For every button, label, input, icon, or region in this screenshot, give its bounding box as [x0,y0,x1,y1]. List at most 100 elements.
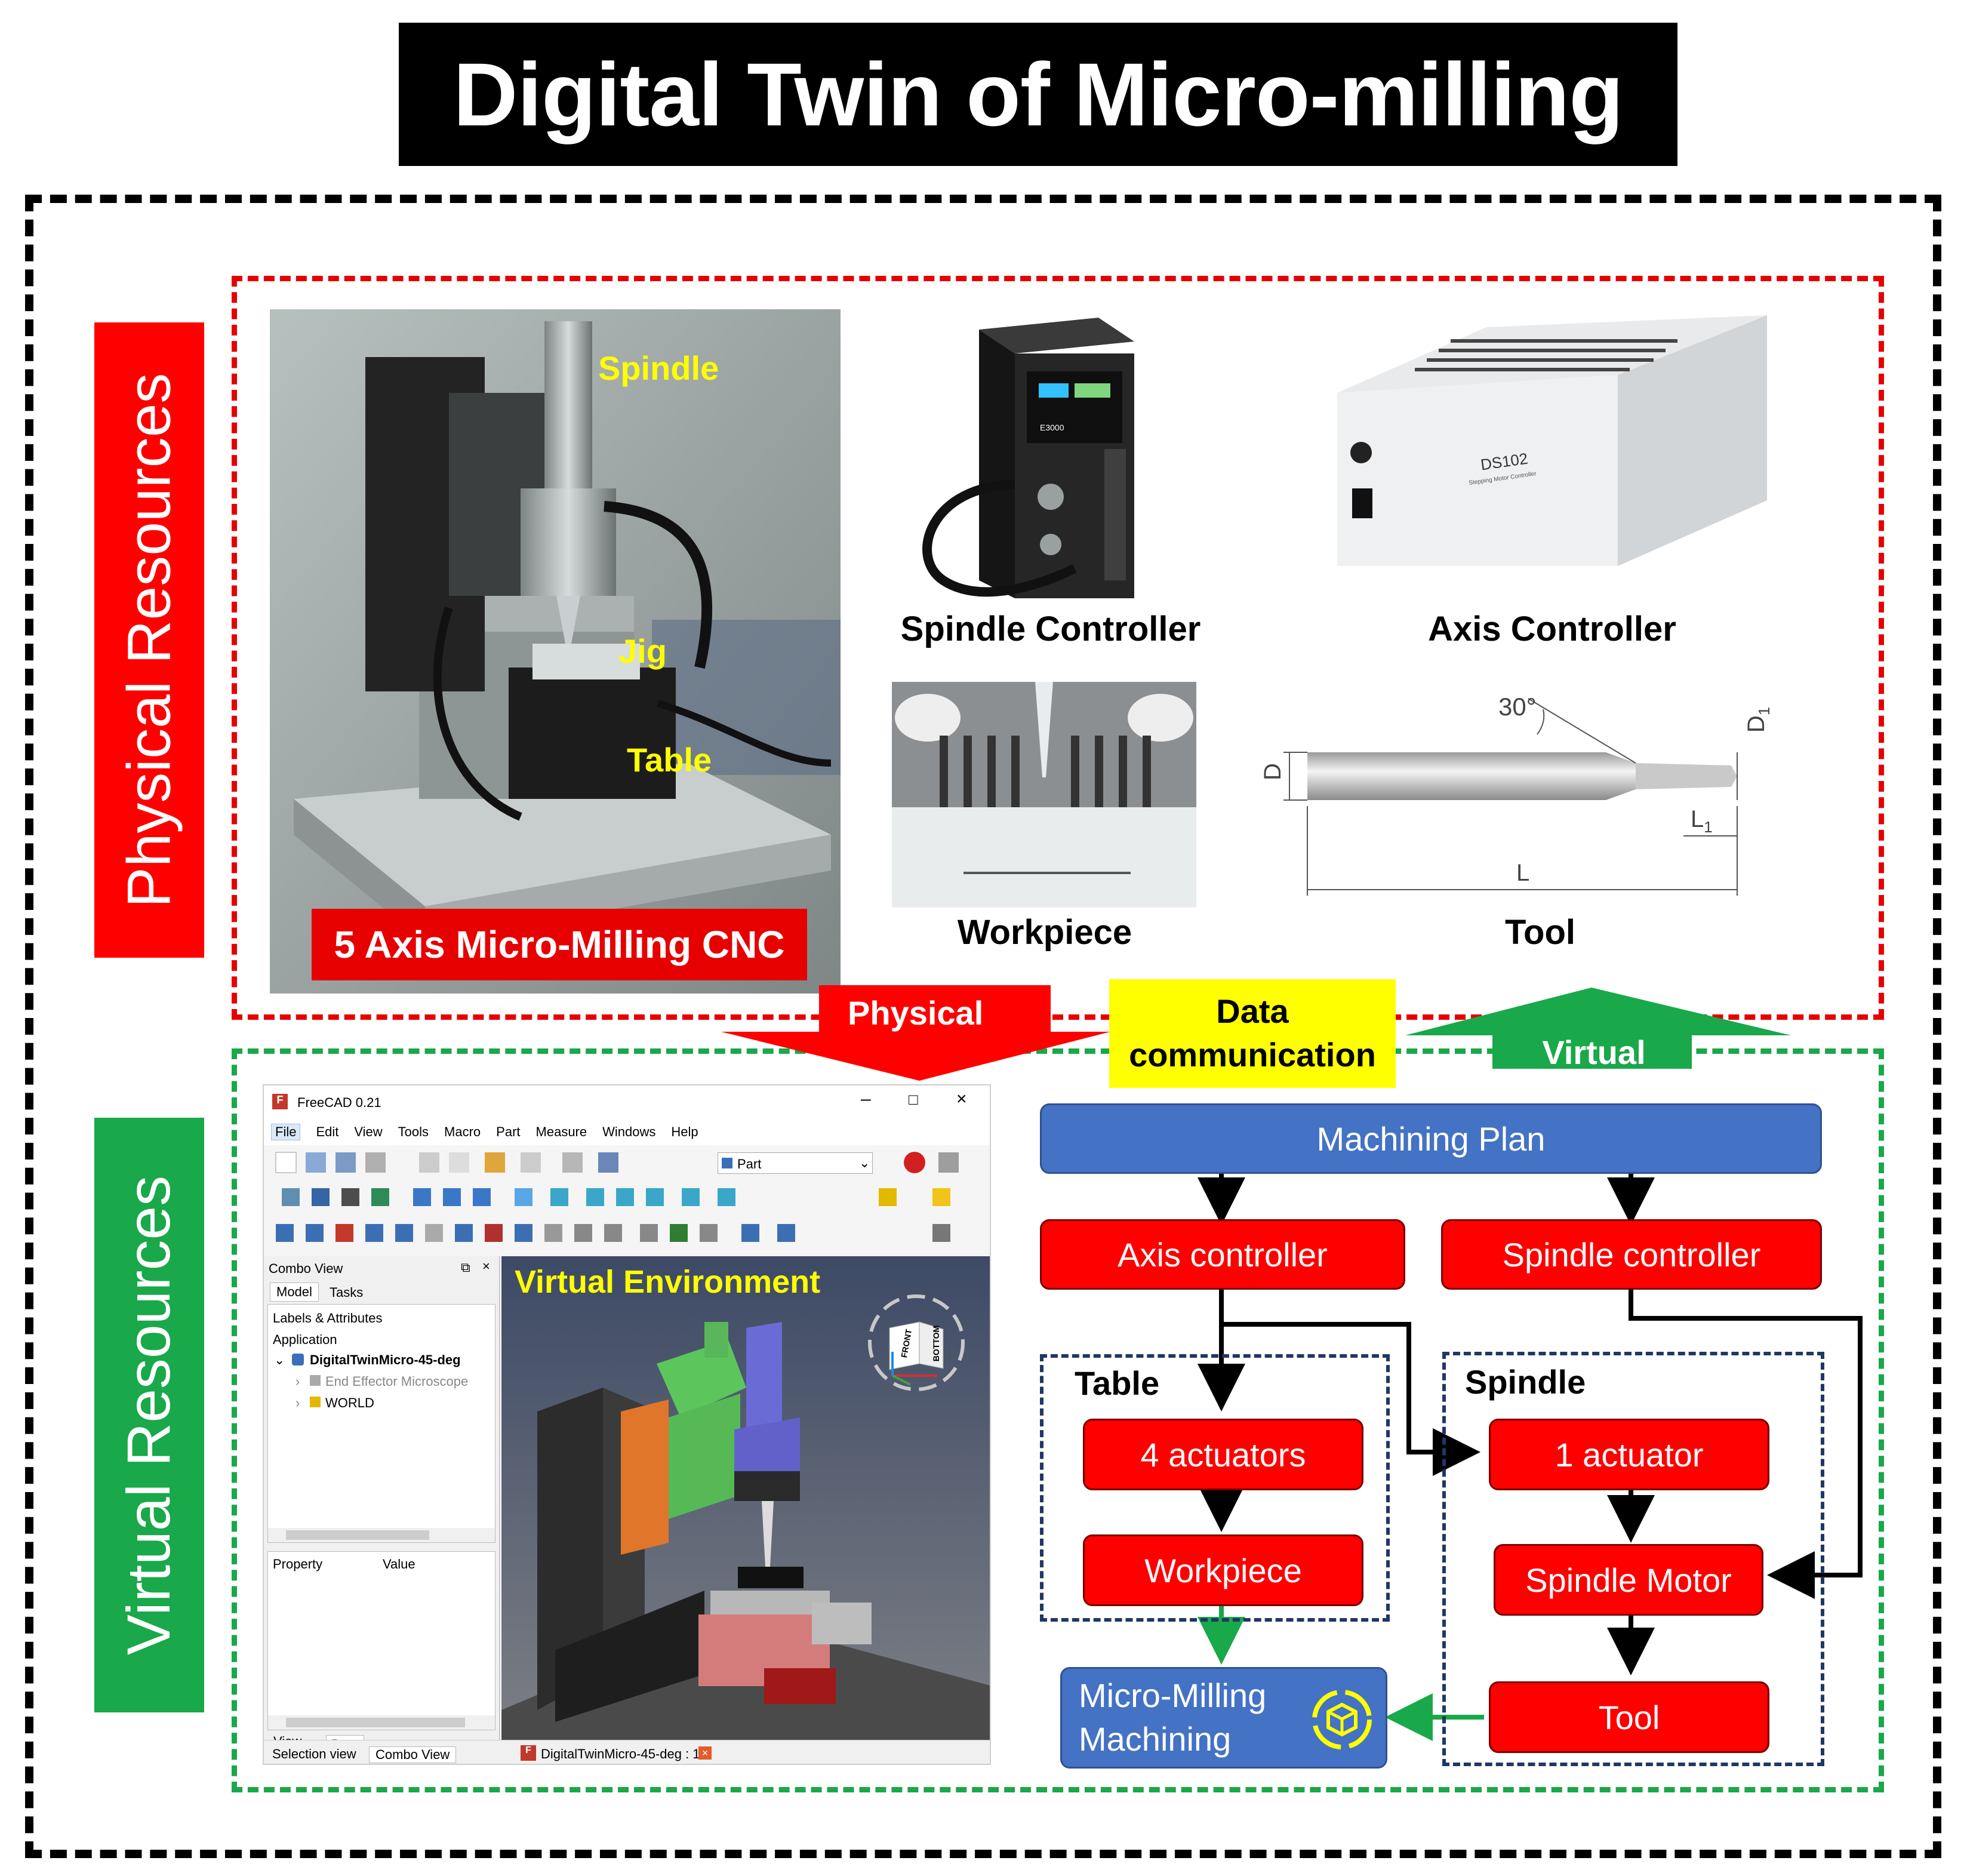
horizontal-scrollbar[interactable] [268,1528,495,1542]
virtual-resources-label: Virtual Resources [94,1118,204,1712]
cnc-3d-model [501,1322,990,1740]
micro-milling-machining-node: Micro-Milling Machining [1060,1667,1387,1769]
physical-arrow-label: Physical [848,994,984,1032]
workpiece-node: Workpiece [1083,1534,1363,1606]
tool-caption: Tool [1504,913,1576,952]
virtual-arrow [1405,988,1791,1069]
tree-item-world[interactable]: WORLD [325,1395,374,1410]
menu-view[interactable]: View [354,1124,383,1139]
spindle-motor-node: Spindle Motor [1494,1544,1763,1616]
menu-macro[interactable]: Macro [444,1124,481,1139]
data-communication-label: Data communication [1109,979,1396,1088]
menu-tools[interactable]: Tools [398,1124,429,1139]
minimize-icon[interactable]: – [861,1089,871,1109]
tool-l-label: L [1516,860,1530,886]
document-tab-icon: F [521,1745,536,1761]
chevron-down-icon: ⌄ [859,1155,870,1170]
document-tab[interactable]: DigitalTwinMicro-45-deg : 1* [541,1746,706,1761]
part-workbench-icon [722,1158,732,1168]
table-group-title: Table [1075,1364,1160,1402]
freecad-window: F FreeCAD 0.21 – □ × File Edit View Tool… [263,1084,991,1765]
spindle-photo-label: Spindle [598,349,719,387]
toolbar-area: Part ⌄ [264,1145,991,1256]
menu-edit[interactable]: Edit [316,1124,339,1139]
menu-measure[interactable]: Measure [535,1124,587,1139]
tab-combo-view[interactable]: Combo View [369,1746,457,1763]
table-group [1040,1354,1390,1622]
menu-file[interactable]: File [271,1124,301,1140]
tool-l1-label: L1 [1691,806,1713,836]
tool-angle-label: 30° [1498,693,1537,721]
property-scrollbar[interactable] [268,1715,495,1730]
3d-viewport[interactable]: Virtual Environment FRONT BOTTOM [501,1256,990,1740]
maximize-icon[interactable]: □ [909,1090,918,1108]
tab-selection-view[interactable]: Selection view [272,1746,356,1761]
menu-help[interactable]: Help [671,1124,698,1139]
freecad-logo-icon: F [272,1094,288,1109]
workpiece-image [892,682,1196,908]
spindle-controller-brand: E3000 [1040,423,1064,432]
workbench-select[interactable]: Part ⌄ [718,1152,873,1174]
workbench-value: Part [737,1157,762,1171]
machining-plan-node: Machining Plan [1040,1103,1822,1174]
combo-view-title: Combo View [269,1261,343,1276]
one-actuator-node: 1 actuator [1489,1419,1769,1490]
property-scrollbar-thumb[interactable] [286,1718,465,1727]
physical-arrow [721,985,1110,1081]
property-column-header: Property [273,1557,323,1571]
menu-windows[interactable]: Windows [602,1124,656,1139]
table-photo-label: Table [627,741,712,779]
tab-model[interactable]: Model [270,1283,319,1302]
menu-part[interactable]: Part [496,1124,521,1139]
scrollbar-thumb[interactable] [286,1530,429,1540]
virtual-arrow-label: Virtual [1542,1034,1646,1071]
spindle-controller-node: Spindle controller [1441,1219,1822,1290]
tree-item-end-effector[interactable]: End Effector Microscope [325,1374,469,1389]
physical-frame [232,276,1884,1020]
tree-collapse-icon-2[interactable]: › [295,1395,300,1410]
spindle-group-title: Spindle [1465,1363,1586,1401]
value-column-header: Value [383,1557,415,1571]
outer-frame [25,195,1941,1858]
close-icon[interactable]: × [956,1089,967,1109]
link-icon [310,1375,321,1386]
float-panel-icon[interactable]: ⧉ [461,1260,470,1275]
tree-expand-icon[interactable]: ⌄ [274,1352,285,1367]
spindle-group [1442,1352,1824,1766]
document-icon [292,1354,304,1366]
spindle-controller-caption: Spindle Controller [900,610,1201,648]
spindle-controller-image: E3000 [907,306,1158,598]
window-title: FreeCAD 0.21 [297,1095,381,1110]
navigation-cube[interactable]: FRONT BOTTOM [866,1292,967,1394]
labels-attributes-header: Labels & Attributes [273,1311,383,1325]
document-tab-close-icon[interactable]: × [698,1746,712,1760]
micro-milling-label: Micro-Milling [1079,1677,1267,1715]
four-actuators-node: 4 actuators [1083,1419,1363,1490]
tool-drawing: 30° D D1 L1 L [1260,687,1803,908]
physical-resources-label: Physical Resources [94,322,204,958]
combo-view-panel: Combo View ⧉ × Model Tasks Labels & Attr… [264,1256,500,1764]
menu-bar: File Edit View Tools Macro Part Measure … [264,1119,990,1145]
page-title: Digital Twin of Micro-milling [399,23,1677,166]
application-header: Application [273,1332,337,1347]
workpiece-caption: Workpiece [957,913,1132,952]
axis-controller-node: Axis controller [1040,1219,1405,1290]
virtual-frame [232,1048,1884,1792]
axis-controller-caption: Axis Controller [1428,610,1676,648]
machining-label: Machining [1079,1720,1232,1758]
cnc-machine-photo: Spindle Jig Table 5 Axis Micro-Milling C… [270,309,841,994]
tab-tasks[interactable]: Tasks [330,1285,364,1300]
viewport-label: Virtual Environment [515,1264,821,1300]
cnc-machine-illustration [270,309,841,994]
panel-close-icon[interactable]: × [482,1259,490,1274]
machining-cycle-icon [1312,1690,1372,1749]
tree-root[interactable]: DigitalTwinMicro-45-deg [310,1352,461,1367]
tool-node: Tool [1489,1681,1769,1753]
toolbar-icons[interactable] [264,1145,991,1256]
jig-photo-label: Jig [618,632,667,670]
status-tabs: Selection view Combo View F DigitalTwinM… [264,1740,990,1764]
tree-collapse-icon[interactable]: › [295,1374,300,1389]
part-icon [310,1397,321,1407]
